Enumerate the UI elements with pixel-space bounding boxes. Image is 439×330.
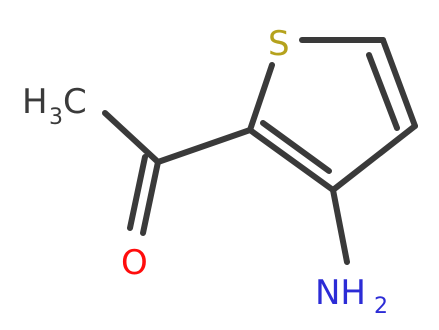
atom-oxygen: O [121,243,148,283]
bond-methyl-carbonyl [102,110,161,165]
bond-carbonyl-oxygen-1 [140,159,161,236]
bond-c5-c4-1 [380,37,418,129]
bond-c2-sulfur [247,62,275,133]
methyl-h: H [22,82,48,122]
atom-amine: NH 2 [315,273,388,319]
bond-c3-amine [330,187,350,265]
bond-c4-c3 [330,123,418,193]
bond-c5-c4-2 [366,52,400,131]
amine-subscript: 2 [374,294,388,319]
methyl-c: C [63,82,87,122]
methyl-subscript: 3 [49,105,63,130]
bond-c3-c2-1 [247,127,336,193]
bonds [102,37,418,265]
amine-nh: NH [315,273,366,313]
bond-carbonyl-c2 [155,127,253,165]
atom-sulfur: S [268,24,290,64]
atom-methyl: H 3 C [22,82,87,130]
atom-labels: S O H 3 C NH 2 [22,24,388,319]
bond-carbonyl-oxygen-2 [127,154,148,231]
bond-c3-c2-2 [260,120,332,174]
